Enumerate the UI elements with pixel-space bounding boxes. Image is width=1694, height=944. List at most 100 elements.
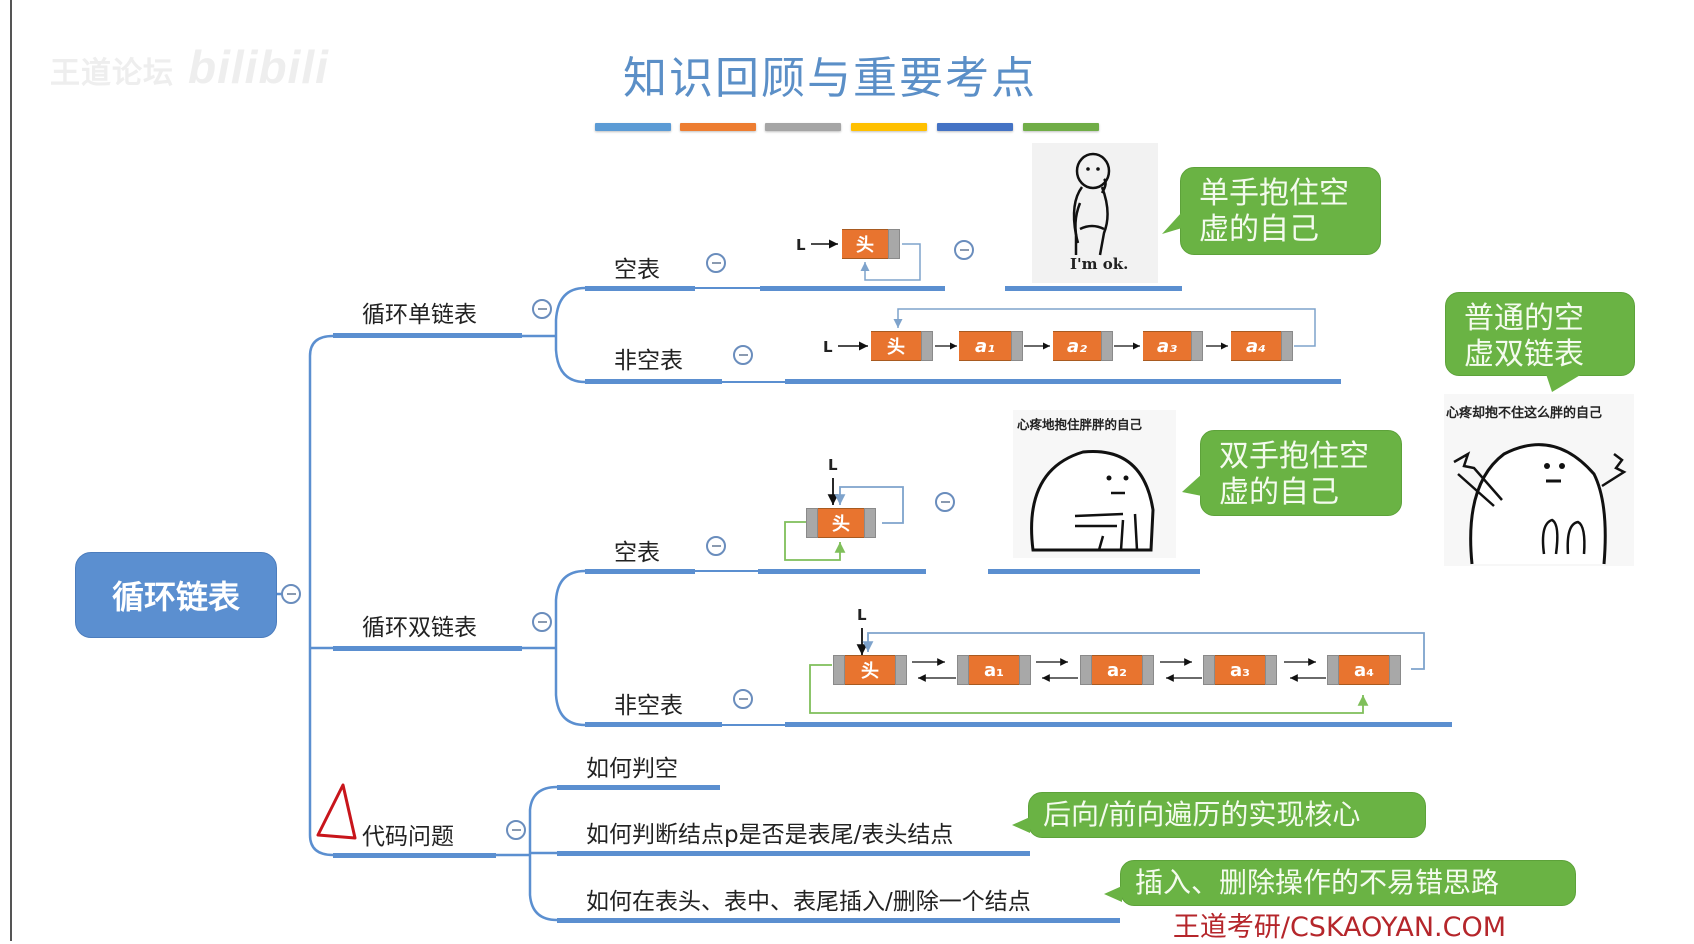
single-empty-collapse-toggle[interactable] bbox=[706, 253, 726, 273]
node-prior-field bbox=[957, 655, 969, 685]
meme-cant-hug-image: 心疼却抱不住这么胖的自己 bbox=[1444, 394, 1634, 566]
single-empty-underline bbox=[585, 286, 695, 291]
root-node[interactable]: 循环链表 bbox=[75, 552, 277, 638]
list-node-a3: a₃ bbox=[1143, 331, 1203, 361]
single-nonempty-collapse-toggle[interactable] bbox=[733, 345, 753, 365]
double-nonempty-label[interactable]: 非空表 bbox=[614, 693, 683, 719]
double-empty-meme-underline bbox=[988, 569, 1200, 574]
single-empty-diagram-collapse-toggle[interactable] bbox=[954, 240, 974, 260]
node-data: a₁ bbox=[969, 655, 1019, 685]
meme-caption: I'm ok. bbox=[1070, 255, 1129, 273]
double-empty-diagram-collapse-toggle[interactable] bbox=[935, 492, 955, 512]
pointer-label: L bbox=[857, 606, 867, 624]
red-triangle-annotation bbox=[316, 783, 357, 840]
node-pointer-field bbox=[921, 331, 933, 361]
meme-im-ok-image: I'm ok. bbox=[1032, 143, 1158, 283]
callout-tail-check: 后向/前向遍历的实现核心 bbox=[1028, 792, 1426, 838]
code-item-empty-check[interactable]: 如何判空 bbox=[586, 756, 678, 782]
blob-hug-icon bbox=[1030, 449, 1155, 552]
callout-text: 双手抱住空 虚的自己 bbox=[1219, 439, 1369, 510]
node-data: a₃ bbox=[1143, 331, 1191, 361]
branch-code-label[interactable]: 代码问题 bbox=[362, 824, 454, 850]
list-node-head: 头 bbox=[871, 331, 933, 361]
pointer-label: L bbox=[796, 236, 806, 254]
node-data: a₄ bbox=[1339, 655, 1389, 685]
branch-double-collapse-toggle[interactable] bbox=[532, 612, 552, 632]
node-data: 头 bbox=[845, 655, 895, 685]
double-nonempty-collapse-toggle[interactable] bbox=[733, 689, 753, 709]
callout-double-normal: 普通的空 虚双链表 bbox=[1445, 292, 1635, 376]
callout-tail bbox=[1162, 212, 1182, 234]
meme-caption: 心疼却抱不住这么胖的自己 bbox=[1446, 406, 1603, 421]
node-data: a₂ bbox=[1053, 331, 1101, 361]
node-data: a₄ bbox=[1231, 331, 1281, 361]
title-bar-1 bbox=[595, 123, 671, 131]
title-bar-5 bbox=[937, 123, 1013, 131]
branch-single-underline bbox=[333, 333, 522, 338]
single-nonempty-label[interactable]: 非空表 bbox=[614, 348, 683, 374]
footer-watermark: 王道考研/CSKAOYAN.COM bbox=[1172, 912, 1506, 943]
node-pointer-field bbox=[1011, 331, 1023, 361]
double-empty-diagram-underline bbox=[758, 569, 926, 574]
double-fork bbox=[554, 569, 586, 727]
callout-tail bbox=[1546, 374, 1582, 392]
node-pointer-field bbox=[888, 229, 900, 259]
double-empty-underline bbox=[585, 569, 695, 574]
double-empty-collapse-toggle[interactable] bbox=[706, 536, 726, 556]
node-data: a₁ bbox=[959, 331, 1011, 361]
single-nonempty-diagram-underline bbox=[785, 379, 1341, 384]
single-empty-diagram-underline bbox=[760, 286, 945, 291]
pointer-label: L bbox=[828, 456, 838, 474]
single-empty-meme-underline bbox=[1005, 286, 1182, 291]
title-bar-6 bbox=[1023, 123, 1099, 131]
circular-link bbox=[893, 308, 1316, 347]
code-item-tail-check[interactable]: 如何判断结点p是否是表尾/表头结点 bbox=[586, 822, 954, 848]
callout-double-empty: 双手抱住空 虚的自己 bbox=[1200, 430, 1402, 516]
dlist-node-a3: a₃ bbox=[1203, 655, 1277, 685]
node-pointer-field bbox=[1281, 331, 1293, 361]
callout-text: 后向/前向遍历的实现核心 bbox=[1043, 798, 1361, 831]
dlist-node-head: 头 bbox=[833, 655, 907, 685]
node-prior-field bbox=[1203, 655, 1215, 685]
branch-double-underline bbox=[333, 646, 522, 651]
node-prior-field bbox=[1327, 655, 1339, 685]
double-empty-label[interactable]: 空表 bbox=[614, 540, 660, 566]
node-prior-field bbox=[1080, 655, 1092, 685]
callout-tail bbox=[1182, 474, 1202, 496]
node-data: 头 bbox=[871, 331, 921, 361]
callout-text: 插入、删除操作的不易错思路 bbox=[1135, 866, 1500, 899]
node-next-field bbox=[1265, 655, 1277, 685]
dlist-node-a4: a₄ bbox=[1327, 655, 1401, 685]
node-data: 头 bbox=[818, 508, 864, 538]
code-item-underline bbox=[557, 851, 1030, 856]
single-nonempty-underline bbox=[585, 379, 722, 384]
single-empty-label[interactable]: 空表 bbox=[614, 257, 660, 283]
title-bar-2 bbox=[680, 123, 756, 131]
node-prior-field bbox=[833, 655, 845, 685]
blob-arms-out-icon bbox=[1453, 443, 1627, 565]
page-title: 知识回顾与重要考点 bbox=[623, 53, 1037, 104]
code-item-insert-delete[interactable]: 如何在表头、表中、表尾插入/删除一个结点 bbox=[586, 889, 1031, 915]
list-node-head: 头 bbox=[842, 229, 900, 259]
list-node-a1: a₁ bbox=[959, 331, 1023, 361]
node-data: a₂ bbox=[1092, 655, 1142, 685]
node-next-field bbox=[1019, 655, 1031, 685]
root-label: 循环链表 bbox=[111, 578, 240, 616]
node-prior-field bbox=[806, 508, 818, 538]
root-collapse-toggle[interactable] bbox=[281, 584, 301, 604]
callout-insert-delete: 插入、删除操作的不易错思路 bbox=[1120, 860, 1576, 906]
title-bar-3 bbox=[765, 123, 841, 131]
branch-single-label[interactable]: 循环单链表 bbox=[362, 302, 477, 328]
branch-single-collapse-toggle[interactable] bbox=[532, 299, 552, 319]
double-nonempty-diagram-underline bbox=[785, 722, 1452, 727]
branch-double-label[interactable]: 循环双链表 bbox=[362, 615, 477, 641]
single-empty-diagram: L bbox=[796, 236, 921, 281]
branch-code-collapse-toggle[interactable] bbox=[506, 820, 526, 840]
code-item-underline bbox=[557, 918, 1120, 923]
dlist-node-a2: a₂ bbox=[1080, 655, 1154, 685]
stick-figure-icon bbox=[1072, 152, 1111, 256]
node-data: a₃ bbox=[1215, 655, 1265, 685]
trunk-line bbox=[308, 334, 334, 857]
double-nonempty-underline bbox=[585, 722, 722, 727]
